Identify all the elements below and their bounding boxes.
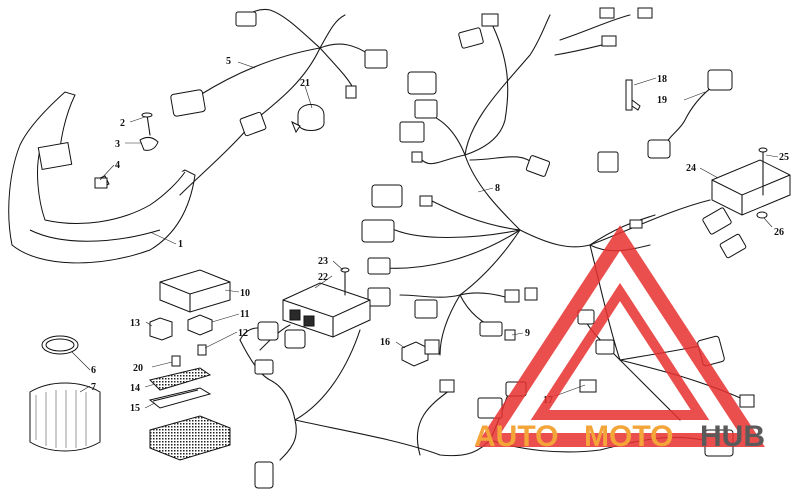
callout-18: 18 [657,74,667,85]
callout-6: 6 [91,365,96,376]
lower-harness [239,309,755,489]
callout-13: 13 [130,318,140,329]
callout-25: 25 [779,152,789,163]
callout-5: 5 [226,56,231,67]
washer-part-26 [756,211,768,219]
callout-7: 7 [91,382,96,393]
callout-4: 4 [115,160,120,171]
watermark-text-hub: HUB [700,420,765,453]
control-module-24 [711,159,791,216]
callout-26: 26 [774,227,784,238]
fuse-cover-15 [148,387,212,409]
relay-part-11 [187,314,213,336]
callout-12: 12 [238,328,248,339]
relay-part-10 [159,269,231,313]
fuse-panel-14 [149,367,212,391]
callout-15: 15 [130,403,140,414]
callout-21: 21 [300,78,310,89]
sensor-part-16 [401,339,440,367]
callout-2: 2 [120,118,125,129]
callout-19: 19 [657,95,667,106]
callout-14: 14 [130,383,140,394]
clamp-ring-part-6 [41,335,79,355]
fuse-block [149,415,231,461]
clip-part-3 [139,136,159,151]
sleeve-part-7 [29,382,101,452]
harness-5 [170,8,388,196]
screw-part-25 [758,147,768,196]
watermark-logo [475,225,765,447]
watermark-text-auto: AUTO [474,420,558,453]
callout-3: 3 [115,139,120,150]
bracket-part-18 [625,79,641,111]
headlight-assembly [8,91,196,264]
relay-part-21 [291,104,325,134]
fuse-part-12 [197,344,207,356]
screw-part-23 [340,267,350,296]
relay-part-13 [149,317,173,341]
clip-part-4 [94,177,108,189]
callout-1: 1 [178,239,183,250]
leader-lines [71,61,779,409]
callout-labels: 1 2 3 4 5 6 7 8 9 10 11 12 13 14 15 16 1… [91,56,789,414]
callout-20: 20 [133,363,143,374]
harness-19 [647,69,733,159]
callout-11: 11 [240,309,249,320]
fuse-part-20 [171,355,181,367]
callout-10: 10 [240,288,250,299]
main-harness-8 [361,7,747,361]
watermark-wordmark: AUTO MOTO HUB [474,420,765,453]
callout-16: 16 [380,337,390,348]
watermark-text-moto: MOTO [584,420,673,453]
callout-23: 23 [318,256,328,267]
screw-part-2 [141,112,153,136]
callout-8: 8 [495,183,500,194]
callout-9: 9 [525,328,530,339]
watermark-triangle-icon [475,225,765,447]
callout-24: 24 [686,163,696,174]
callout-22: 22 [318,272,328,283]
ecu-module-22 [282,282,371,338]
